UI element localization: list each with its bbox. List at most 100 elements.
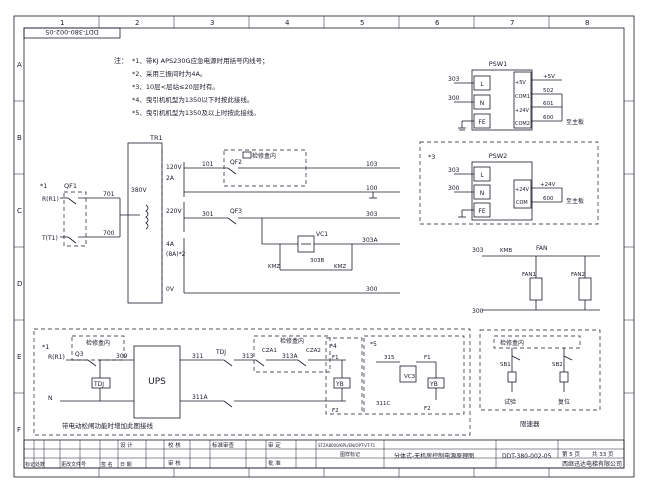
tr1-tap-0v: 0V: [166, 286, 175, 293]
f1-label: F1: [332, 355, 339, 361]
psw1-pin-fe: FE: [478, 119, 485, 126]
wire-303: 303: [366, 211, 378, 218]
cza2-label: CZA2: [306, 348, 321, 354]
limiter-section: 检修盒内 SB1 SB2 试验 复位 限速器: [479, 329, 601, 428]
top-column-markers: 1 2 3 4 5 6 7 8: [60, 16, 589, 28]
ups-caption: 带电动松闸功能时增加此图接线: [62, 421, 154, 430]
col-1: 1: [60, 19, 64, 27]
psw1-pin-l: L: [480, 81, 484, 88]
ups-note-4: *4: [330, 343, 337, 350]
row-e: E: [17, 353, 21, 361]
wire-301: 301: [202, 211, 214, 218]
ups-maint-box: 检修盒内: [86, 339, 110, 347]
psw1-title: PSW1: [489, 60, 508, 68]
psw1-out-502: 502: [543, 88, 554, 94]
tr1-tap-120v: 120V: [166, 164, 182, 171]
psw1-pin-com1: COM1: [515, 94, 530, 100]
psw2-target: 至主板: [566, 197, 584, 205]
wire-103: 103: [366, 161, 378, 168]
tb-page: 第 5 页: [562, 450, 580, 458]
f2b-label: F2: [424, 406, 431, 412]
fan-label: FAN: [536, 245, 548, 252]
fan2-label: FAN2: [571, 272, 585, 278]
qf1-label: QF1: [64, 182, 77, 190]
wire-315: 315: [384, 355, 395, 361]
limiter-reset: 复位: [558, 398, 570, 406]
ups-maint-box-2: 检修盒内: [280, 337, 304, 345]
col-2: 2: [135, 19, 139, 27]
psw1-pin-24v: +24V: [515, 108, 530, 114]
wire-313: 313: [242, 353, 254, 360]
fan1-symbol: [529, 277, 543, 301]
tr1-primary: 380V: [131, 187, 147, 194]
tb-approve: 审 定: [268, 441, 281, 449]
ups-box: [133, 345, 181, 419]
tr1-tap-2a: 2A: [166, 175, 175, 182]
tb-review: 审 核: [168, 459, 181, 467]
wire-101: 101: [202, 161, 214, 168]
psw2-pin-com: COM: [516, 200, 528, 206]
row-b: B: [17, 134, 22, 142]
tb-change-doc: 更改文件号: [61, 461, 86, 468]
kmb-label: KMB: [500, 248, 512, 254]
wire-313a: 313A: [282, 353, 298, 360]
wire-309: 309: [116, 353, 128, 360]
qf2-label: QF2: [230, 159, 242, 166]
wire-311c: 311C: [376, 401, 390, 407]
limiter-test: 试验: [504, 398, 516, 406]
rotated-drawing-number: DDT-380-002-05: [45, 28, 99, 36]
vc3-label: VC3: [404, 374, 416, 380]
psw2-pin-24v: +24V: [515, 187, 530, 193]
row-d: D: [17, 280, 22, 288]
psw2-wire-300: 300: [448, 185, 460, 192]
tb-total: 共 33 页: [592, 450, 614, 458]
psw2-region: [419, 141, 599, 225]
psw1-pin-n: N: [480, 100, 485, 107]
fan-wire-300: 300: [472, 308, 484, 315]
yb-label: YB: [335, 381, 344, 388]
tb-drawing-title: 分体式-无机房控制电源原理图: [394, 452, 474, 460]
psw2-pin-fe: FE: [478, 208, 485, 215]
psw1-wire-303: 303: [448, 76, 460, 83]
tb-std-review: 标准审查: [212, 441, 235, 449]
fan2-symbol: [578, 277, 592, 301]
psw2-out-24v: +24V: [540, 182, 556, 188]
czaj-maint-box: [253, 335, 331, 373]
psw1-out-601: 601: [543, 101, 554, 107]
psw1-wire-300: 300: [448, 95, 460, 102]
tdj2-label: TDJ: [215, 349, 226, 356]
sb2-label: SB2: [552, 362, 563, 368]
col-4: 4: [285, 19, 290, 27]
note-line-3: *3、10层<层站≤20层时有。: [132, 82, 219, 91]
bottom-column-markers: [98, 468, 550, 477]
col-3: 3: [210, 19, 214, 27]
psw1-out-600: 600: [543, 115, 554, 121]
tr1-tap-4a: 4A: [166, 241, 175, 248]
notes: 注： *1、带KJ APS230G应急电源时用括号内线号； *2、采用三振间时为…: [114, 56, 269, 117]
psw1-out-5v: +5V: [543, 74, 555, 80]
tb-drawing-number: DDT-380-002-05: [502, 453, 552, 460]
note-line-2: *2、采用三振间时为4A。: [132, 69, 206, 78]
psw1-pin-com2: COM2: [515, 121, 530, 127]
maint-box-label: 检修盒内: [252, 152, 276, 160]
wire-303b: 303B: [310, 258, 324, 264]
wire-303a: 303A: [362, 237, 378, 244]
qf1-wire-701: 701: [103, 191, 115, 198]
cza1-label: CZA1: [262, 348, 277, 354]
row-a: A: [17, 61, 22, 69]
vc3-rectifier: [399, 365, 417, 383]
main-circuit: 101 检修盒内 QF2 103 100 301 QF3 303 VC1 303…: [184, 149, 400, 294]
limiter-caption: 限速器: [520, 419, 540, 428]
tb-company: 西继迅达电梯有限公司: [562, 460, 622, 468]
tb-sample-mark: 图样标记: [340, 451, 360, 458]
fan-wire-303: 303: [472, 247, 484, 254]
note-line-4: *4、曳引机机型为1350以下时按此接线。: [132, 95, 253, 104]
rotated-number-box: [23, 27, 121, 39]
psw2-title: PSW2: [489, 152, 508, 160]
psw2-out-600: 600: [543, 196, 554, 202]
qf1-input-t: T(T1): [41, 235, 58, 242]
ups-input-n: N: [48, 395, 53, 402]
tr1-tap-220v: 220V: [166, 208, 182, 215]
note-line-5: *5、曳引机机型为1350及以上时按此接线。: [132, 108, 260, 117]
